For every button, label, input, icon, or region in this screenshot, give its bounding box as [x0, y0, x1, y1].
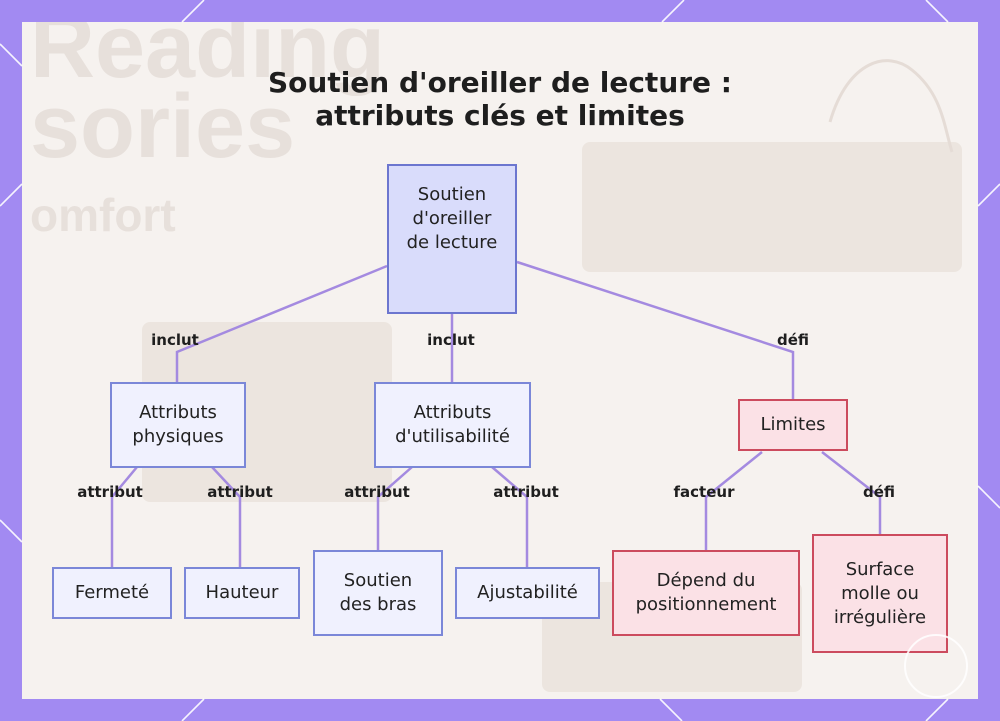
- edge-label-physical-height: attribut: [207, 483, 273, 501]
- edge-usability-arm: [376, 466, 413, 550]
- node-physical-attributes-line: Attributs: [139, 402, 217, 423]
- node-limits: Limites: [738, 399, 848, 451]
- node-arm-support: Soutien des bras: [313, 550, 443, 636]
- node-root-line: d'oreiller: [412, 208, 492, 229]
- edge-layer: [110, 59, 954, 567]
- node-physical-attributes: Attributs physiques: [110, 382, 246, 468]
- node-firmness: Fermeté: [52, 567, 172, 619]
- edge-usability-adjust: [491, 466, 529, 567]
- node-root: Soutien d'oreiller de lecture: [387, 164, 517, 314]
- edge-root-physical: [175, 264, 388, 382]
- edge-limits-surface: [821, 451, 882, 534]
- edge-label-usability-arm: attribut: [344, 483, 410, 501]
- background-watermark-text: omfort: [30, 189, 176, 241]
- node-root-line: Soutien: [417, 184, 487, 205]
- node-limits-line: Limites: [760, 414, 826, 435]
- node-firmness-line: Fermeté: [74, 582, 150, 603]
- node-positioning-line: Dépend du: [656, 570, 756, 591]
- edge-label-limits-surface: défi: [862, 483, 896, 501]
- background-shape: [582, 142, 962, 272]
- edge-physical-height: [211, 466, 242, 567]
- node-usability-attributes-line: d'utilisabilité: [395, 426, 510, 447]
- edge-label-limits-positioning: facteur: [673, 483, 735, 501]
- edge-label-physical-firmness: attribut: [77, 483, 143, 501]
- node-surface-line: irrégulière: [833, 606, 927, 628]
- background-watermark-text: Reading: [30, 22, 386, 97]
- node-adjustability: Ajustabilité: [455, 567, 600, 619]
- background-watermark-text: sories: [30, 77, 296, 177]
- edge-label-usability-adjust: attribut: [493, 483, 559, 501]
- node-height: Hauteur: [184, 567, 300, 619]
- node-arm-support-line: des bras: [339, 594, 417, 615]
- edge-root-limits: [516, 260, 795, 399]
- edge-label-root-limits: défi: [776, 331, 810, 349]
- title-line-1: Soutien d'oreiller de lecture :: [267, 66, 732, 99]
- title-line-2: attributs clés et limites: [315, 99, 685, 132]
- node-physical-attributes-line: physiques: [132, 426, 224, 447]
- node-adjustability-line: Ajustabilité: [477, 582, 578, 603]
- edge-label-root-physical: inclut: [151, 331, 199, 349]
- node-root-line: de lecture: [406, 232, 498, 253]
- page-title: Soutien d'oreiller de lecture : attribut…: [22, 66, 978, 132]
- diagram-canvas: Reading sories omfort Soutien d'oreiller…: [22, 22, 978, 699]
- node-surface: Surface molle ou irrégulière: [812, 534, 948, 653]
- watermark-badge-icon: [904, 634, 968, 698]
- node-surface-line: molle ou: [841, 582, 919, 604]
- decorative-arch: [828, 59, 954, 153]
- node-positioning-line: positionnement: [635, 594, 777, 615]
- node-usability-attributes-line: Attributs: [413, 402, 492, 423]
- node-usability-attributes: Attributs d'utilisabilité: [374, 382, 531, 468]
- edge-label-root-usability: inclut: [427, 331, 475, 349]
- node-positioning: Dépend du positionnement: [612, 550, 800, 636]
- node-height-line: Hauteur: [205, 582, 279, 603]
- edge-physical-firmness: [110, 466, 138, 567]
- node-surface-line: Surface: [845, 558, 915, 580]
- edge-limits-positioning: [704, 451, 763, 550]
- node-arm-support-line: Soutien: [343, 570, 413, 591]
